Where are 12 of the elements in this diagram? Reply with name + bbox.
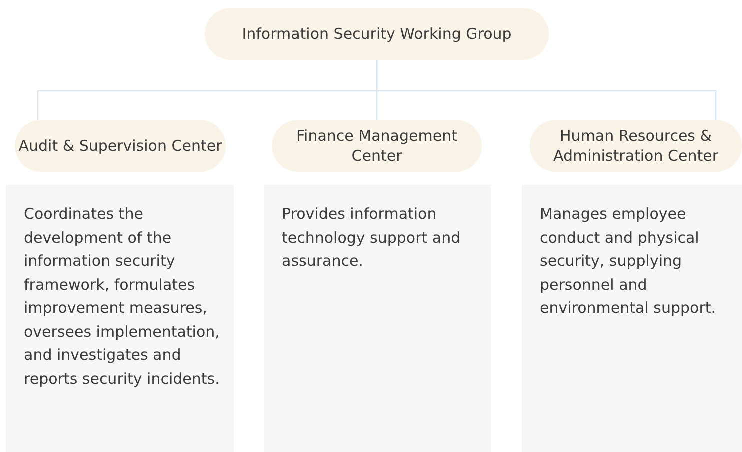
org-unit-pill (15, 120, 226, 172)
unit-name: Information Security Working Group (242, 24, 512, 44)
unit-name: Human Resources & Administration Center (552, 126, 720, 166)
unit-name: Finance Management Center (296, 126, 458, 166)
org-unit-pill (205, 8, 549, 60)
org-unit-pill (272, 120, 482, 172)
description-text: Manages employee conduct and physical security, supplying personnel and environmental support. (540, 204, 718, 319)
org-unit-pill (530, 120, 742, 172)
connector-line (376, 60, 717, 120)
description-text: Provides information technology support and assurance. (282, 204, 462, 272)
description-text: Coordinates the development of the information security framework, formulates improvement measures, oversees implementation, and investigates and reports security incidents. (24, 204, 220, 390)
unit-name: Audit & Supervision Center (18, 136, 222, 156)
